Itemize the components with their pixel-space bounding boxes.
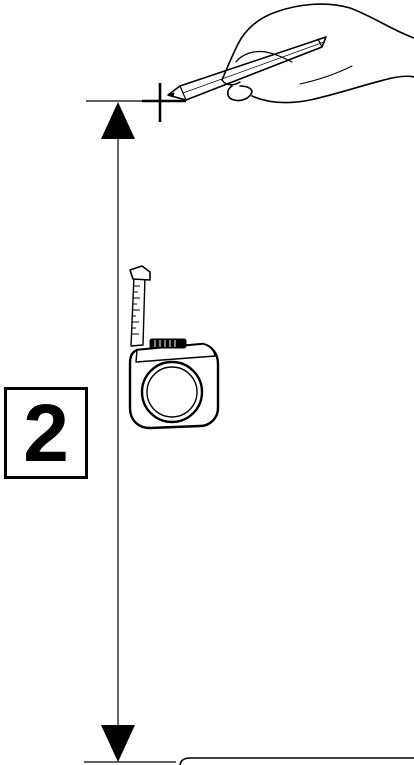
hand-with-pencil-icon xyxy=(168,4,414,103)
tape-measure-icon xyxy=(130,266,218,428)
step-number: 2 xyxy=(23,393,69,475)
dimension-arrow-icon xyxy=(101,102,135,762)
step-number-box: 2 xyxy=(4,387,88,479)
floor-line xyxy=(84,758,414,765)
